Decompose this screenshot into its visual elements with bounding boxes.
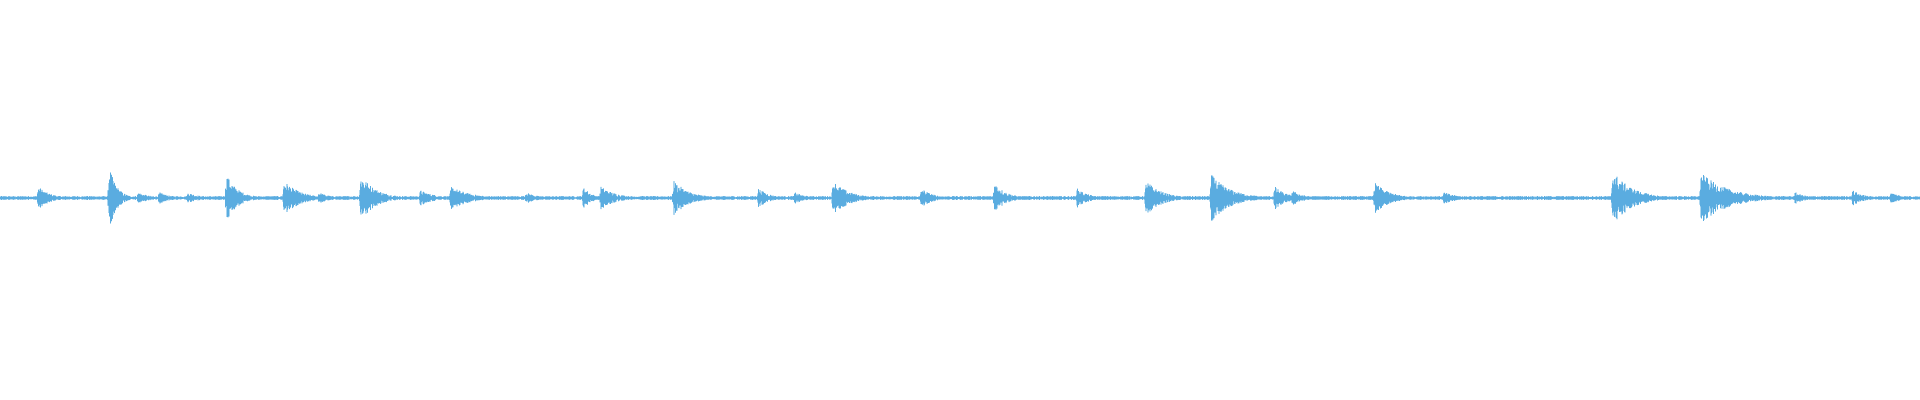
waveform-path — [0, 172, 1920, 224]
